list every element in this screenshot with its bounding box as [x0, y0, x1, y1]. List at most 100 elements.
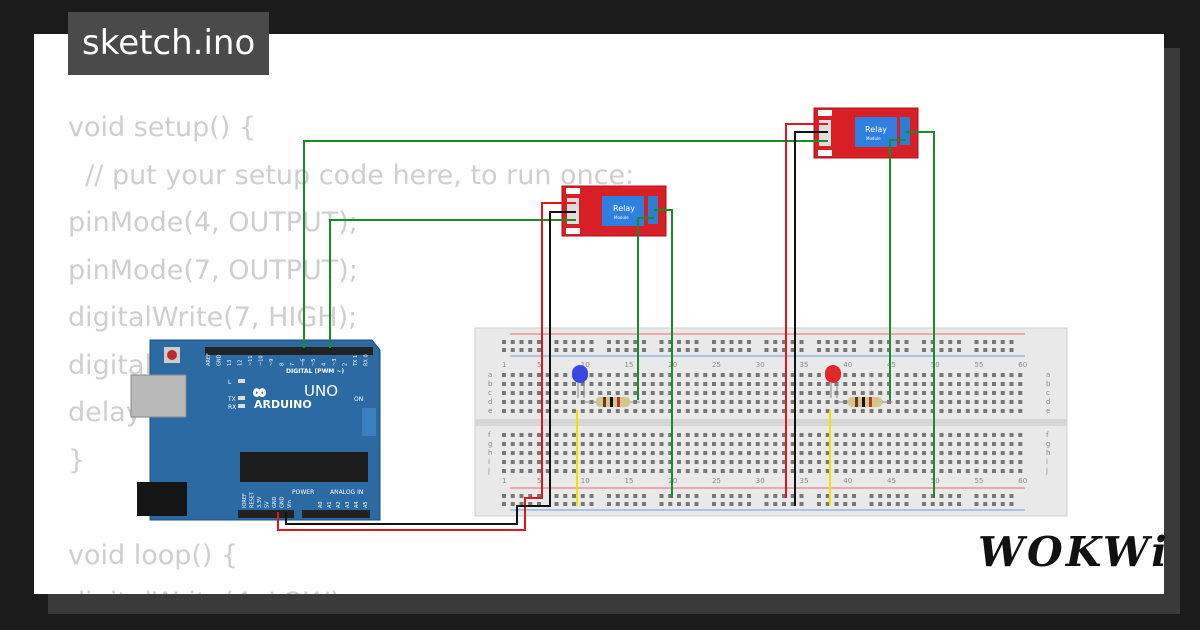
code-line: void loop() { — [68, 539, 239, 571]
analog-header[interactable] — [302, 510, 370, 518]
row-letter: e — [488, 407, 492, 415]
digital-pin-label: 7 — [290, 363, 296, 366]
code-line: delay — [68, 397, 142, 428]
digital-pin-label: ~3 — [332, 359, 338, 366]
column-number: 15 — [625, 477, 634, 485]
resistor-1[interactable] — [585, 397, 640, 407]
wire-green-relay2-in — [303, 140, 828, 348]
wire-red-relay2-vcc — [785, 123, 828, 498]
wire-green-relay1-in — [329, 219, 576, 348]
row-letter: g — [488, 440, 492, 448]
column-number: 30 — [756, 477, 765, 485]
breadboard[interactable]: 1155101015152020252530303535404045455050… — [474, 327, 1068, 517]
row-letter: j — [487, 467, 490, 475]
column-number: 25 — [712, 361, 721, 369]
digital-pin-label: 4 — [322, 363, 328, 366]
row-letter: b — [1046, 380, 1051, 388]
icsp-header — [362, 408, 376, 436]
sketch-title[interactable]: sketch.ino — [68, 12, 270, 75]
power-label: POWER — [292, 489, 314, 496]
breadboard-holes — [502, 340, 1023, 506]
power-jack — [137, 482, 187, 516]
svg-text:Relay: Relay — [613, 204, 635, 213]
usb-port — [130, 374, 187, 418]
power-pin-label: Vin — [287, 500, 293, 508]
wire-green-relay1-no — [637, 217, 654, 400]
digital-label: DIGITAL (PWM ~) — [286, 368, 344, 375]
digital-pin-label: ~9 — [269, 359, 275, 366]
row-letter: a — [1046, 371, 1050, 379]
digital-pin-label: 2 — [343, 363, 349, 366]
column-number: 5 — [537, 477, 541, 485]
wire-black-relay2-gnd — [794, 131, 828, 506]
status-led-label: L — [228, 379, 232, 386]
resistor-2[interactable] — [838, 397, 892, 407]
column-number: 50 — [931, 361, 940, 369]
column-number: 55 — [975, 477, 984, 485]
relay-module-1[interactable]: Relay Module — [561, 185, 667, 237]
column-number: 40 — [843, 477, 852, 485]
digital-pin-label: GND — [217, 354, 223, 366]
analog-label: ANALOG IN — [330, 489, 363, 496]
column-number: 35 — [800, 477, 809, 485]
wire-green-relay2-com — [906, 131, 935, 498]
row-letter: i — [1046, 458, 1048, 466]
code-line: void setup() { — [68, 112, 257, 143]
code-line: digitalWrite(7, HIGH); — [68, 302, 358, 333]
svg-text:Relay: Relay — [865, 125, 887, 134]
wire-red-5v — [277, 202, 576, 531]
analog-pin-label: A0 — [318, 501, 324, 508]
power-header[interactable] — [238, 510, 294, 518]
relay-module-2[interactable]: Relay Module — [813, 107, 919, 159]
status-led — [238, 379, 245, 383]
status-led-label: TX — [227, 396, 236, 403]
status-led — [238, 396, 245, 400]
arduino-brand: ARDUINO — [254, 398, 312, 411]
digital-header[interactable] — [205, 347, 373, 355]
column-number: 25 — [712, 477, 721, 485]
digital-pin-label: RX 0 — [364, 354, 370, 366]
column-number: 30 — [756, 361, 765, 369]
wire-green-relay2-no — [889, 139, 906, 400]
atmega-chip — [240, 452, 368, 482]
column-number: 35 — [800, 361, 809, 369]
column-number: 1 — [502, 477, 506, 485]
power-pin-label: 3.3V — [257, 496, 263, 508]
row-letter: a — [488, 371, 492, 379]
analog-pin-label: A3 — [345, 501, 351, 508]
column-number: 15 — [625, 361, 634, 369]
digital-pin-label: ~11 — [248, 355, 254, 366]
status-led-label: RX — [228, 404, 236, 411]
digital-pin-label: AREF — [206, 353, 212, 366]
row-letter: h — [488, 449, 492, 457]
led-red[interactable] — [825, 365, 841, 398]
row-letter: d — [488, 398, 492, 406]
analog-pin-label: A5 — [363, 501, 369, 508]
row-letter: i — [488, 458, 490, 466]
wokwi-logo: WOKWi — [978, 528, 1170, 576]
infinity-logo-icon: ∞ — [252, 382, 267, 403]
column-number: 45 — [887, 477, 896, 485]
digital-pin-label: TX 1 — [353, 355, 359, 367]
wires — [277, 123, 935, 531]
power-pin-label: RESET — [250, 491, 256, 508]
analog-pin-label: A1 — [327, 501, 333, 508]
column-number: 60 — [1018, 477, 1027, 485]
led-blue[interactable] — [572, 365, 588, 398]
column-number: 40 — [843, 361, 852, 369]
column-number: 45 — [887, 361, 896, 369]
row-letter: j — [1045, 467, 1048, 475]
row-letter: c — [488, 389, 492, 397]
reset-button-cap — [167, 350, 177, 360]
row-letter: f — [488, 431, 491, 439]
code-line: digitalWrite(4, LOW); — [68, 579, 634, 594]
on-label: ON — [354, 396, 363, 403]
row-letter: h — [1046, 449, 1050, 457]
analog-pin-label: A2 — [336, 501, 342, 508]
